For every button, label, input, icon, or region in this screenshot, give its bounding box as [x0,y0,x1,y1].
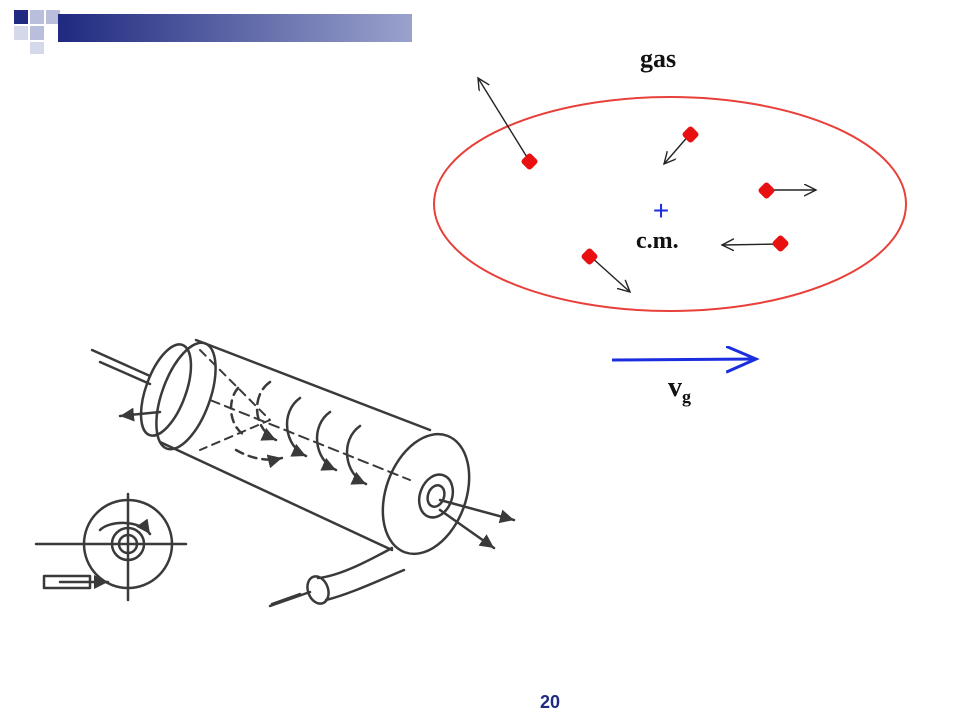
velocity-label-sub: g [682,386,691,407]
particle-velocity-arrow [589,255,630,292]
particle-velocity-arrow [478,78,531,163]
square-grid-gradient-icon [14,10,412,54]
particle-velocity-arrow [722,244,781,245]
gas-particles [521,126,789,265]
center-of-mass-label: c.m. [636,228,679,254]
gas-particle [581,248,598,265]
bulk-velocity-arrow [611,359,756,360]
velocity-label-main: v [668,372,682,403]
gas-particle [758,182,775,199]
gas-boundary-ellipse [433,96,907,312]
gas-particle [521,153,538,170]
cyclone-separator-sketch-icon [34,338,516,608]
gas-diagram: + [433,30,907,430]
gas-particle [682,126,699,143]
center-of-mass-marker: + [653,195,669,226]
particle-velocity-arrow [664,133,691,164]
velocity-label: vg [668,372,691,408]
gas-label: gas [640,44,677,73]
page-number: 20 [539,692,561,712]
gas-particle [772,235,789,252]
